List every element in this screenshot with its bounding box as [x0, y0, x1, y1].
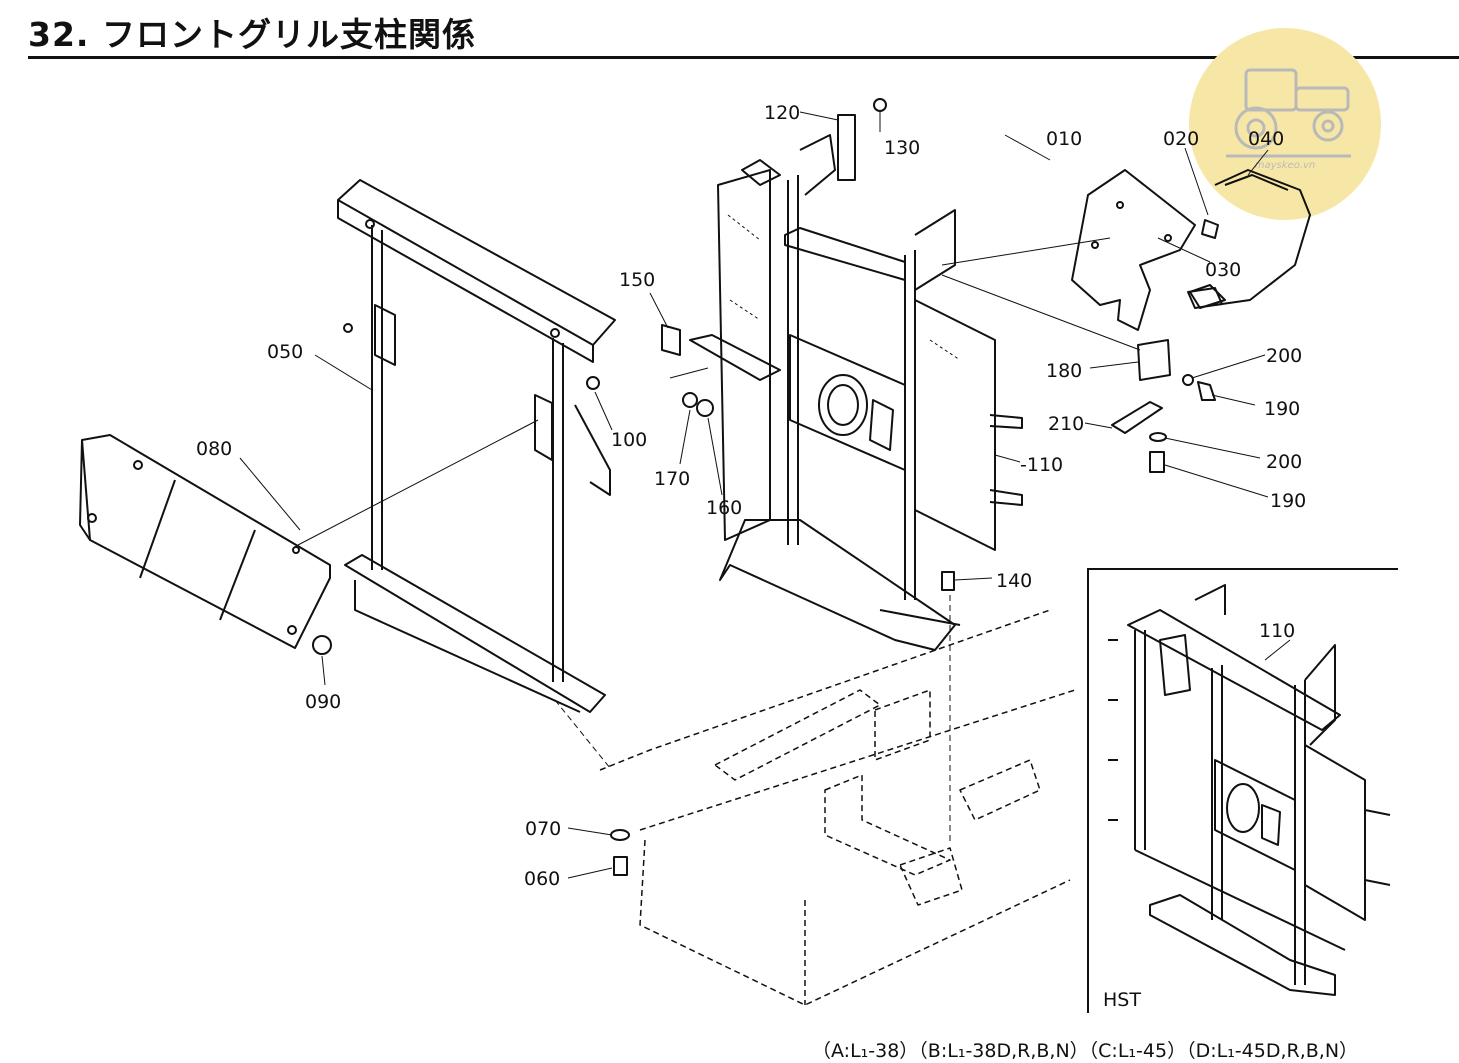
- grille-frame-050: [337, 179, 616, 713]
- part-label-120: 120: [764, 102, 800, 124]
- model-applicability-footer: （A:L₁-38）（B:L₁-38D,R,B,N）（C:L₁-45）（D:L₁-…: [812, 1040, 1359, 1062]
- inset-part-label-110: 110: [1259, 620, 1295, 642]
- part-label-100: 100: [611, 429, 647, 451]
- part-label-010: 010: [1046, 128, 1082, 150]
- part-label-160: 160: [706, 497, 742, 519]
- part-label-190b: 190: [1270, 490, 1306, 512]
- front-support-110: [689, 114, 1023, 651]
- part-label-020: 020: [1163, 128, 1199, 150]
- tractor-icon: [1226, 68, 1351, 158]
- part-label-200b: 200: [1266, 451, 1302, 473]
- part-label-060: 060: [524, 868, 560, 890]
- part-label-050: 050: [267, 341, 303, 363]
- svg-text:mayskeo.vn: mayskeo.vn: [1255, 160, 1316, 171]
- page-title: 32. フロントグリル支柱関係: [28, 15, 476, 54]
- part-label-200a: 200: [1266, 345, 1302, 367]
- hst-inset: 110 HST: [1087, 568, 1398, 1013]
- grille-cover-080: [79, 434, 331, 649]
- part-label-190a: 190: [1264, 398, 1300, 420]
- part-label-030: 030: [1205, 259, 1241, 281]
- part-label-040: 040: [1248, 128, 1284, 150]
- part-label-070: 070: [525, 818, 561, 840]
- small-parts: [312, 98, 1219, 876]
- part-label-170: 170: [654, 468, 690, 490]
- part-label-140: 140: [996, 570, 1032, 592]
- chassis-frame: [599, 609, 1076, 1006]
- part-label-130: 130: [884, 137, 920, 159]
- title-rule: [28, 56, 1459, 59]
- part-labels: 010 020 040 030 120 130 150 050 100 080 …: [196, 102, 1306, 890]
- leader-lines: [239, 111, 1269, 879]
- part-label-090: 090: [305, 691, 341, 713]
- hook-040: [1187, 169, 1311, 309]
- bracket-010: [1071, 169, 1226, 331]
- inset-label-hst: HST: [1103, 989, 1141, 1011]
- part-label-180: 180: [1046, 360, 1082, 382]
- part-label-110: -110: [1020, 454, 1063, 476]
- part-label-210: 210: [1048, 413, 1084, 435]
- part-label-080: 080: [196, 438, 232, 460]
- watermark-logo: mayskeo.vn: [1186, 28, 1384, 224]
- part-label-150: 150: [619, 269, 655, 291]
